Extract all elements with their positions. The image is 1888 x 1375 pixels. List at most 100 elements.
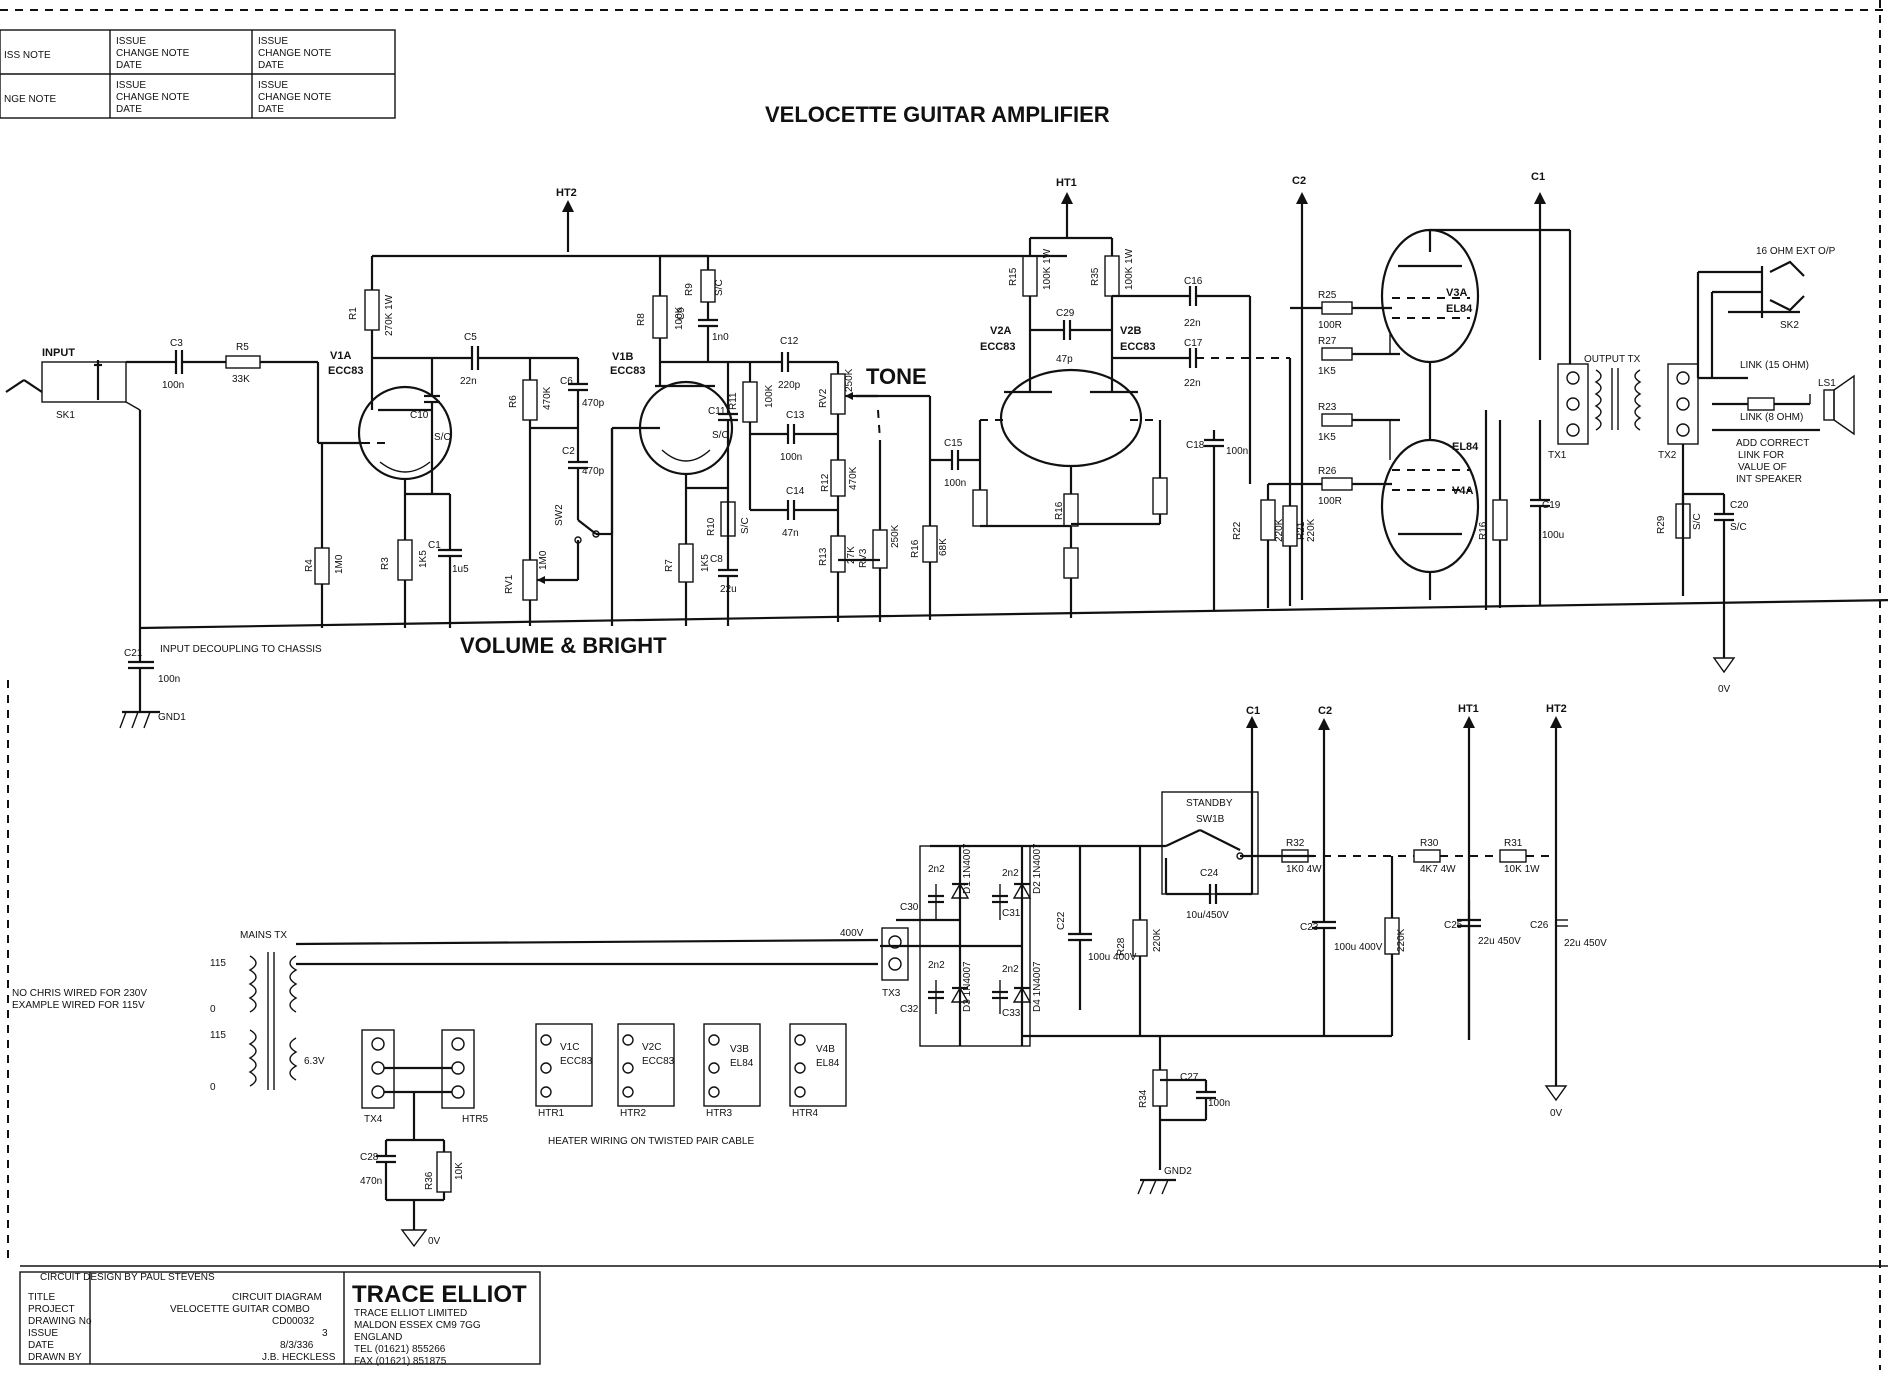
- tap-1: 115: [210, 958, 226, 969]
- c33-value: 2n2: [1002, 964, 1019, 975]
- r8-ref: R8: [636, 313, 647, 326]
- r35-ref: R35: [1090, 267, 1101, 286]
- rev-change-1: CHANGE NOTE: [116, 48, 190, 59]
- htr3-label: HTR3: [706, 1108, 733, 1119]
- r22-value: 220K: [1274, 518, 1285, 542]
- designer-label: CIRCUIT DESIGN BY PAUL STEVENS: [40, 1272, 215, 1283]
- link2-label: LINK (8 OHM): [1740, 412, 1803, 423]
- ground-bus: [139, 599, 1888, 630]
- tb-mid-1: CIRCUIT DIAGRAM: [232, 1292, 322, 1303]
- c14-value: 47n: [782, 528, 799, 539]
- output-transformer: TX1 OUTPUT TX TX2 R29 S/C C20 S/C: [1548, 354, 1749, 596]
- v63-label: 6.3V: [304, 1056, 325, 1067]
- r28-ref: R28: [1116, 937, 1127, 956]
- rev-left-label-1: ISS NOTE: [4, 50, 51, 61]
- r6-ref: R6: [508, 395, 519, 408]
- ht-feed: R32 1K0 4W R30 4K7 4W R31 10K 1W: [930, 838, 1556, 875]
- v400-label: 400V: [840, 928, 864, 939]
- tap-2: 0: [210, 1004, 216, 1015]
- rv1-value: 1M0: [538, 550, 549, 570]
- tb-left-3: DRAWING No: [28, 1316, 92, 1327]
- rev-date-4: DATE: [258, 104, 284, 115]
- sw2-label: SW2: [554, 504, 565, 526]
- mains-tx-label: MAINS TX: [240, 930, 287, 941]
- mains-note-2: EXAMPLE WIRED FOR 115V: [12, 1000, 145, 1011]
- v4a-type: EL84: [1452, 441, 1479, 453]
- speaker-note-2: LINK FOR: [1738, 450, 1784, 461]
- speaker-note-3: VALUE OF: [1738, 462, 1787, 473]
- v1c-type: ECC83: [560, 1056, 593, 1067]
- r31-value: 10K 1W: [1504, 864, 1540, 875]
- rev-left-label-2: NGE NOTE: [4, 94, 57, 105]
- c21-ref: C21: [124, 648, 143, 659]
- power-valves: V3A EL84 EL84 V4A R25 100R R27 1K5 R23 1…: [1268, 228, 1572, 610]
- r1-ref: R1: [348, 307, 359, 320]
- c6-value: 470p: [582, 398, 605, 409]
- r11-ref: R11: [728, 392, 739, 410]
- c2-value: 470p: [582, 466, 605, 477]
- r25-value: 100R: [1318, 320, 1342, 331]
- tb-mid-5: 8/3/336: [280, 1340, 314, 1351]
- r12-ref: R12: [820, 473, 831, 492]
- r13-value: 27K: [846, 546, 857, 564]
- c25-ref: C25: [1444, 920, 1463, 931]
- r36-ref: R36: [424, 1171, 435, 1190]
- c8-value: 22u: [720, 584, 737, 595]
- r3-value: 1K5: [418, 550, 429, 568]
- v2b-ref: V2B: [1120, 325, 1141, 337]
- v2c-ref: V2C: [642, 1042, 661, 1053]
- ov-label-right: 0V: [1718, 684, 1731, 695]
- c29-value: 47p: [1056, 354, 1073, 365]
- htr5-label: HTR5: [462, 1114, 489, 1125]
- r21-value: 220K: [1306, 518, 1317, 542]
- v4b-type: EL84: [816, 1058, 840, 1069]
- r28-value: 220K: [1152, 928, 1163, 952]
- r4-ref: R4: [304, 559, 315, 572]
- r22-ref: R22: [1232, 521, 1243, 540]
- c5-ref: C5: [464, 332, 477, 343]
- c22-ref: C22: [1056, 911, 1067, 930]
- rev-change-4: CHANGE NOTE: [258, 92, 332, 103]
- ov-label-heater: 0V: [428, 1236, 441, 1247]
- d4-label: D4 1N4007: [1032, 961, 1043, 1012]
- c8-ref: C8: [710, 554, 723, 565]
- r21-ref: R21: [1296, 521, 1307, 540]
- c27-value: 100n: [1208, 1098, 1230, 1109]
- address-5: FAX (01621) 851875: [354, 1356, 447, 1367]
- tb-left-1: TITLE: [28, 1292, 56, 1303]
- r24-ref: R16: [1478, 521, 1489, 540]
- r29-value: S/C: [1692, 513, 1703, 530]
- company-name: TRACE ELLIOT: [352, 1281, 527, 1308]
- input-socket-label: SK1: [56, 410, 75, 421]
- r27-ref: R27: [1318, 336, 1337, 347]
- heater-note: HEATER WIRING ON TWISTED PAIR CABLE: [548, 1136, 754, 1147]
- link1-label: LINK (15 OHM): [1740, 360, 1809, 371]
- v2b-type: ECC83: [1120, 341, 1155, 353]
- revision-table: ISS NOTE NGE NOTE ISSUE CHANGE NOTE DATE…: [0, 29, 396, 119]
- c10-value: S/C: [434, 432, 451, 443]
- r26-value: 100R: [1318, 496, 1342, 507]
- valve-v1a: R1 270K 1W V1A ECC83 C10 S/C R3 1K5 C1 1…: [304, 254, 1067, 628]
- c33-ref: C33: [1002, 1008, 1021, 1019]
- c27-ref: C27: [1180, 1072, 1199, 1083]
- r23-value: 1K5: [1318, 432, 1336, 443]
- rail-c1-top-label: C1: [1531, 171, 1545, 183]
- r30-value: 4K7 4W: [1420, 864, 1456, 875]
- r34-ref: R34: [1138, 1089, 1149, 1108]
- v3a-type: EL84: [1446, 303, 1473, 315]
- r32-ref: R32: [1286, 838, 1305, 849]
- decoupling-note: INPUT DECOUPLING TO CHASSIS: [160, 644, 322, 655]
- psu-c2-label: C2: [1318, 705, 1332, 717]
- r27-value: 1K5: [1318, 366, 1336, 377]
- c13-ref: C13: [786, 410, 805, 421]
- address-2: MALDON ESSEX CM9 7GG: [354, 1320, 481, 1331]
- c20-ref: C20: [1730, 500, 1749, 511]
- c15-ref: C15: [944, 438, 963, 449]
- c12-ref: C12: [780, 336, 799, 347]
- tap-4: 0: [210, 1082, 216, 1093]
- c5: C5 22n: [460, 332, 530, 387]
- rail-ht2-label: HT2: [556, 187, 577, 199]
- c24-ref: C24: [1200, 868, 1219, 879]
- tx4-label: TX4: [364, 1114, 383, 1125]
